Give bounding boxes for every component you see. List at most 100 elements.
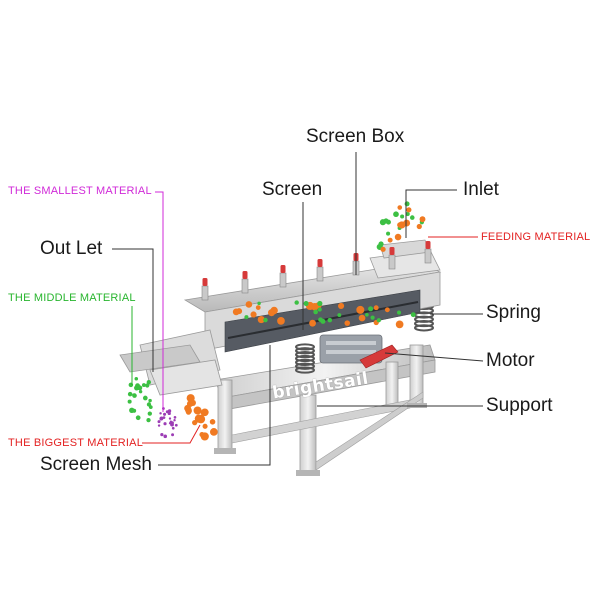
particle — [132, 393, 136, 397]
particle — [394, 233, 402, 241]
particle — [317, 307, 322, 312]
particle — [370, 315, 375, 320]
particle — [386, 231, 391, 236]
particle — [257, 315, 265, 324]
particle — [406, 207, 412, 213]
material-particles — [127, 201, 426, 441]
particle — [303, 301, 309, 307]
particle — [163, 434, 168, 439]
particle — [393, 211, 399, 218]
clamp — [279, 265, 287, 288]
particle — [317, 300, 323, 307]
support-frame — [214, 344, 436, 476]
particle — [146, 402, 152, 407]
particle — [135, 415, 141, 421]
particle — [209, 428, 218, 436]
particle — [148, 398, 152, 403]
particle — [200, 408, 209, 417]
particle — [232, 308, 240, 316]
particle — [395, 320, 404, 329]
label-out-let: Out Let — [40, 238, 103, 259]
particle — [168, 417, 172, 420]
label-motor: Motor — [486, 350, 535, 371]
particle — [141, 383, 146, 388]
particle — [373, 305, 379, 311]
clamp — [316, 259, 324, 282]
particle — [142, 395, 148, 401]
particle — [129, 407, 135, 413]
particle — [173, 416, 177, 419]
particle — [245, 301, 253, 308]
particle — [169, 420, 173, 423]
particle — [159, 416, 164, 421]
particle — [137, 385, 143, 391]
particle — [380, 246, 386, 252]
label-support: Support — [486, 395, 553, 416]
particle — [387, 237, 393, 243]
particle — [127, 391, 133, 397]
label-spring: Spring — [486, 302, 541, 323]
particle — [173, 419, 176, 422]
particle — [368, 306, 374, 312]
particle — [209, 419, 216, 425]
particle — [277, 317, 285, 325]
particle — [404, 201, 410, 207]
label-inlet: Inlet — [463, 179, 499, 200]
particle — [159, 412, 162, 415]
clamp — [424, 241, 432, 264]
leader-biggest — [142, 424, 201, 444]
particle — [410, 215, 415, 220]
particle — [416, 223, 422, 230]
particle — [157, 424, 161, 427]
particle — [250, 311, 257, 318]
particle — [358, 314, 366, 322]
particle — [397, 222, 403, 228]
particle — [337, 313, 342, 318]
particle — [146, 418, 151, 423]
particle — [163, 412, 167, 416]
particle — [344, 320, 351, 326]
particle — [193, 406, 202, 415]
label-biggest-material: THE BIGGEST MATERIAL — [8, 437, 144, 449]
particle — [145, 383, 150, 388]
particle — [134, 376, 139, 381]
leader-mesh — [158, 345, 271, 466]
particle — [318, 317, 323, 322]
particle — [383, 218, 389, 224]
clamp — [388, 247, 396, 270]
clamp — [201, 278, 209, 301]
particle — [174, 423, 178, 427]
particle — [255, 305, 261, 311]
particle — [397, 310, 402, 315]
label-screen-mesh: Screen Mesh — [40, 454, 152, 475]
particle — [157, 420, 161, 424]
particle — [202, 423, 208, 429]
particle — [186, 408, 192, 414]
particle — [160, 432, 164, 437]
particle — [405, 211, 410, 217]
label-screen-box: Screen Box — [306, 126, 405, 147]
leader-outlet — [112, 248, 154, 372]
particle — [400, 214, 405, 219]
particle — [376, 318, 381, 323]
particle — [410, 312, 416, 318]
particle — [244, 315, 249, 320]
label-smallest-material: THE SMALLEST MATERIAL — [8, 185, 152, 197]
particle — [147, 411, 152, 416]
particle — [365, 312, 369, 317]
particle — [199, 431, 205, 438]
particle — [327, 317, 333, 323]
particle — [270, 306, 278, 315]
particle — [384, 307, 390, 313]
particle — [171, 426, 175, 430]
particle — [257, 301, 261, 306]
particle — [356, 305, 365, 314]
label-middle-material: THE MIDDLE MATERIAL — [8, 292, 136, 304]
leader-smallest — [155, 191, 164, 412]
particle — [397, 205, 403, 210]
label-feeding-material: FEEDING MATERIAL — [481, 231, 591, 243]
particle — [186, 400, 194, 407]
particle — [171, 433, 175, 437]
